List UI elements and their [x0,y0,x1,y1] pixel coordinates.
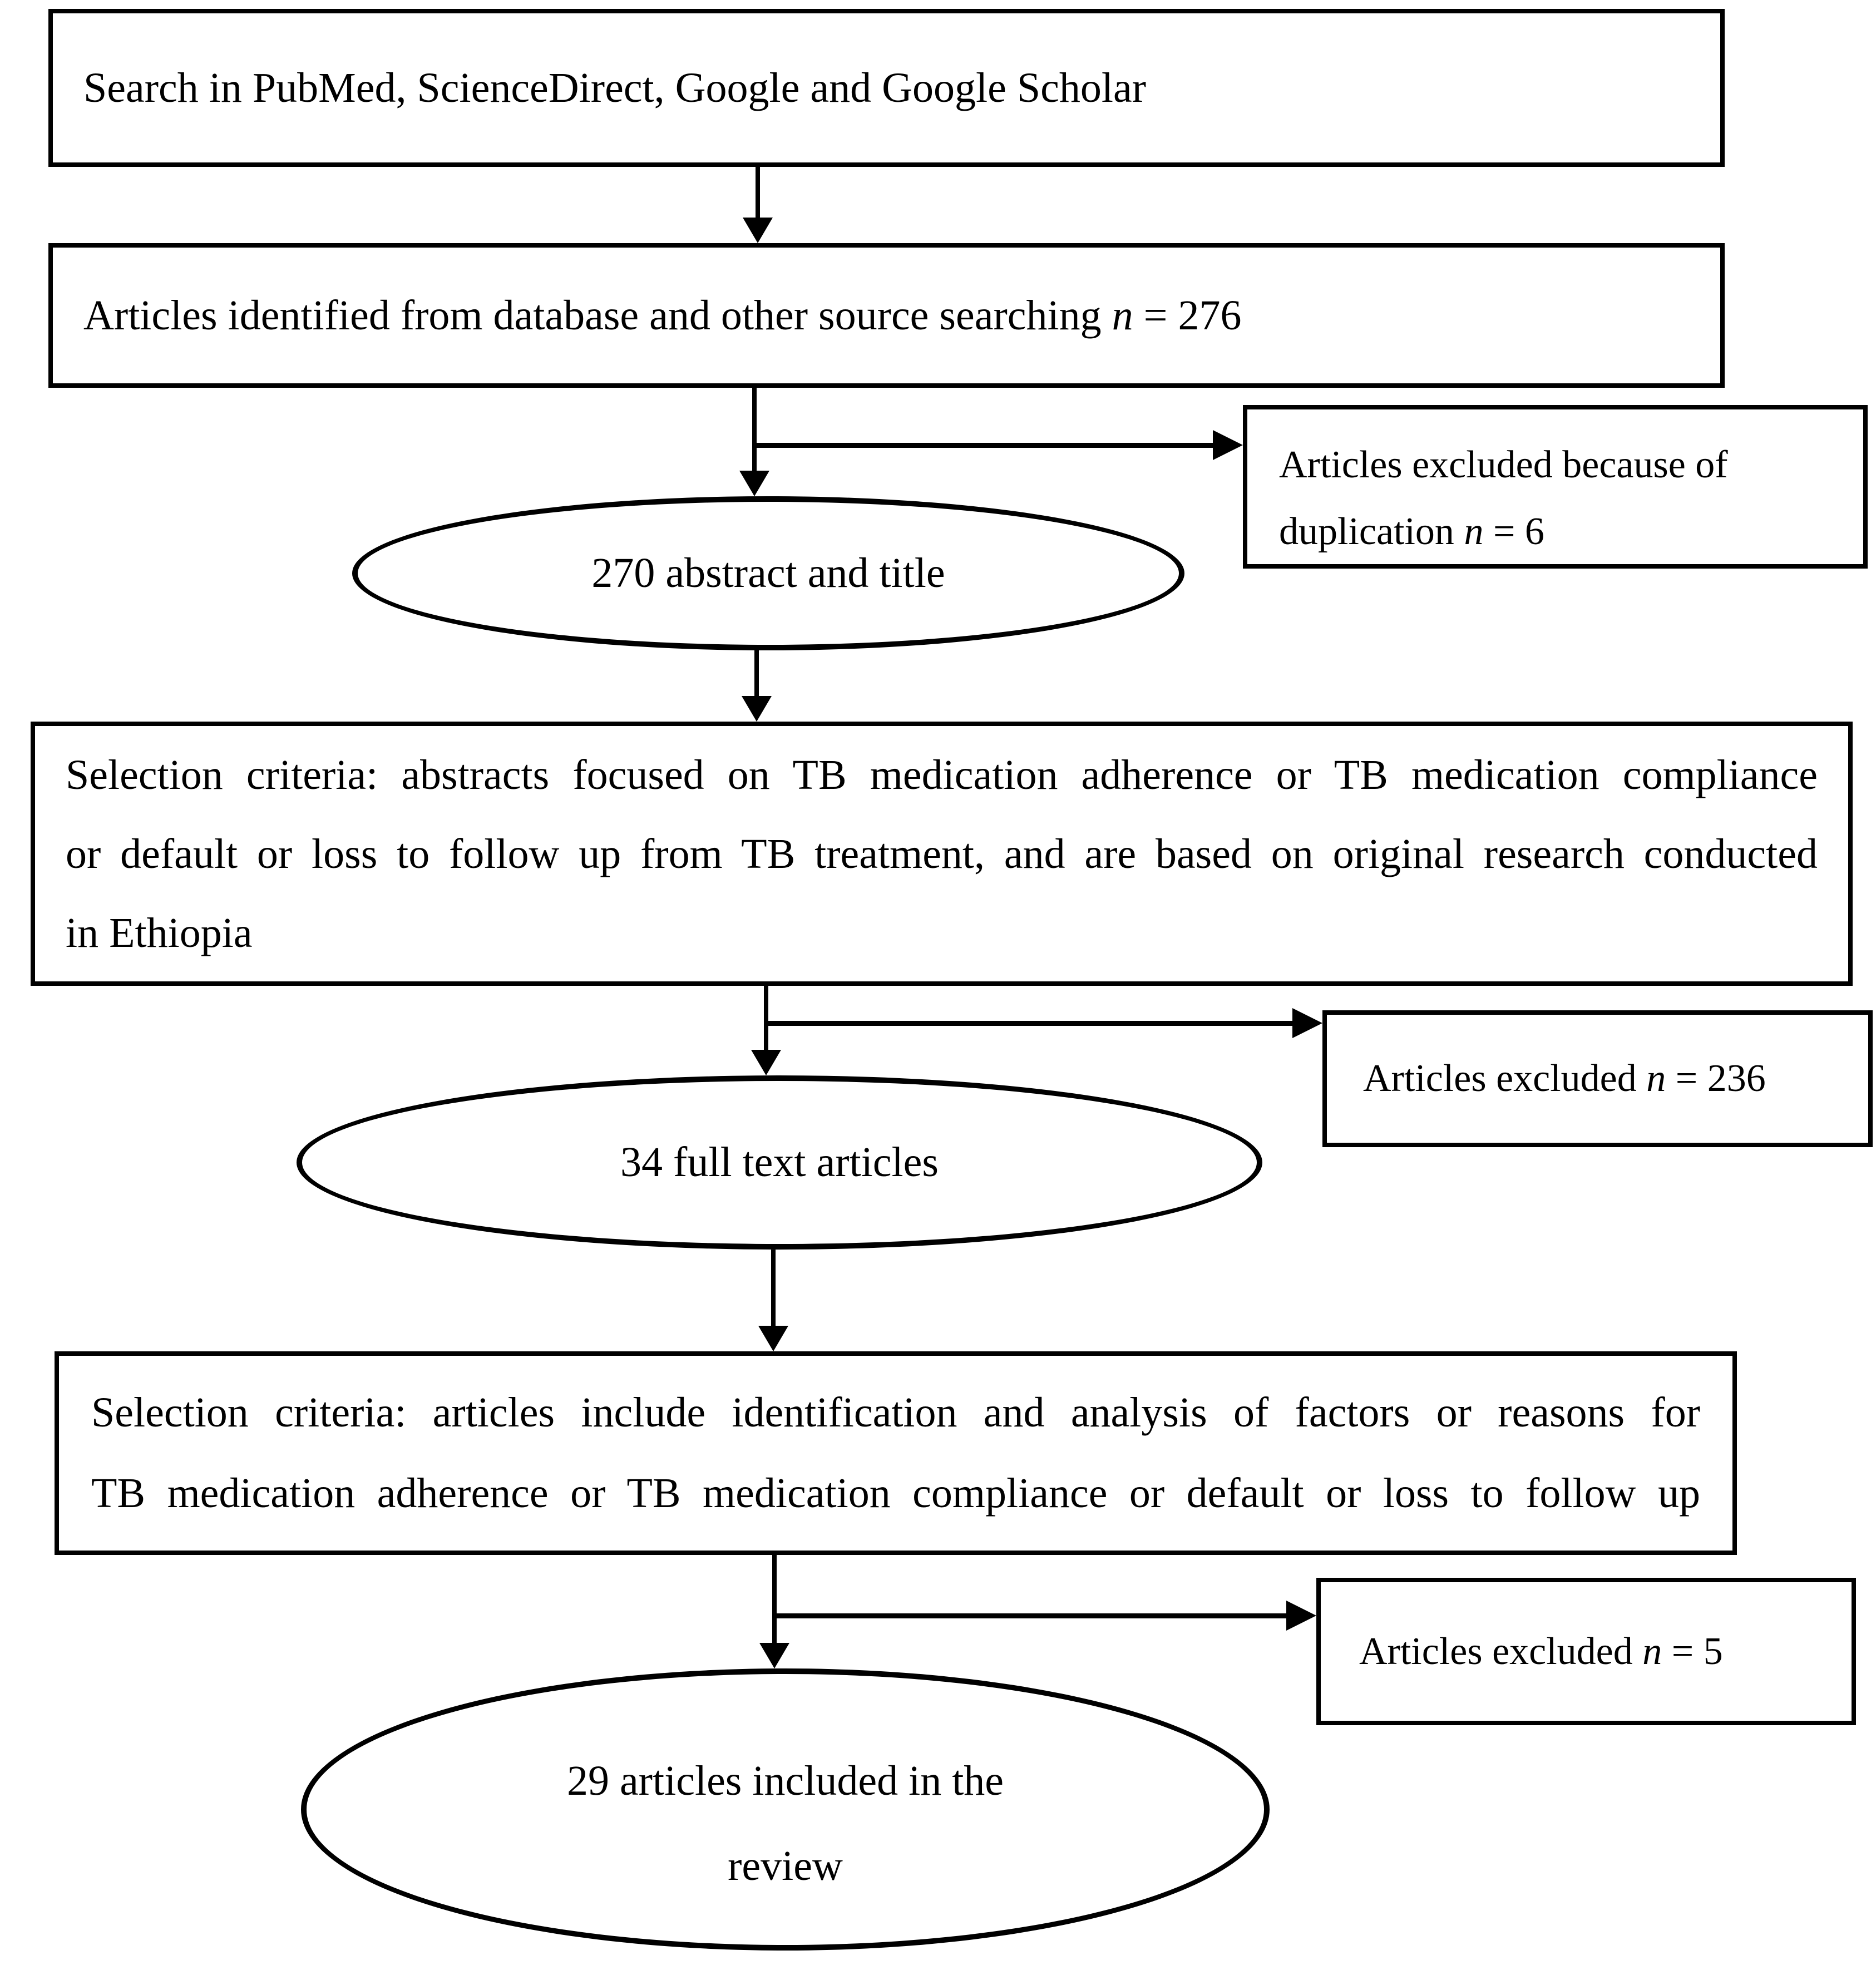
arrow-criteria-to-fulltext-line [764,986,768,1051]
search-sources-box: Search in PubMed, ScienceDirect, Google … [48,9,1725,167]
excluded-5-label: Articles excluded n = 5 [1359,1618,1840,1685]
duplication-n-var: n [1464,510,1484,553]
arrow-down-head [759,1643,789,1668]
arrow-down-head [758,1326,788,1351]
full-text-articles-label: 34 full text articles [620,1139,939,1186]
arrow-search-to-identified-line [756,167,760,220]
identified-text: Articles identified from database and ot… [83,292,1112,339]
articles-excluded-5-box: Articles excluded n = 5 [1316,1578,1856,1725]
articles-excluded-236-box: Articles excluded n = 236 [1322,1010,1873,1147]
excluded-duplication-line2: duplication n = 6 [1279,498,1841,565]
selection-criteria-abstracts-box: Selection criteria: abstracts focused on… [31,722,1853,986]
criteria-articles-line1: Selection criteria: articles include ide… [91,1389,1700,1436]
arrow-identified-to-abstract-line [752,388,757,471]
arrow-down-head [751,1050,781,1075]
identified-count: = 276 [1133,292,1242,339]
excluded-5-text: Articles excluded [1359,1630,1643,1673]
included-articles-line2: review [728,1842,843,1889]
excluded-duplication-box: Articles excluded because of duplication… [1243,405,1868,569]
arrow-down-head [743,218,773,243]
search-sources-label: Search in PubMed, ScienceDirect, Google … [83,64,1147,111]
arrow-right-head [1292,1008,1322,1038]
duplication-text: duplication [1279,510,1464,553]
arrow-fulltext-to-criteria-line [771,1250,776,1327]
branch-to-excluded236-line [764,1021,1292,1026]
arrow-down-head [739,471,769,496]
criteria-abstracts-line3: in Ethiopia [66,909,253,956]
branch-to-excluded5-line [772,1613,1286,1618]
articles-identified-box: Articles identified from database and ot… [48,243,1725,388]
branch-to-duplication-line [752,443,1213,448]
criteria-abstracts-line2: or default or loss to follow up from TB … [66,830,1818,877]
excluded-duplication-line1: Articles excluded because of [1279,443,1728,486]
selection-criteria-articles-box: Selection criteria: articles include ide… [55,1351,1737,1555]
excluded-236-label: Articles excluded n = 236 [1363,1045,1857,1112]
abstract-title-ellipse: 270 abstract and title [352,496,1184,650]
included-articles-line1: 29 articles included in the [566,1757,1004,1804]
arrow-criteria-to-included-line [772,1555,777,1644]
arrow-right-head [1286,1601,1316,1631]
excluded-236-count: = 236 [1666,1057,1766,1100]
arrow-abstract-to-criteria-line [754,650,759,697]
articles-identified-label: Articles identified from database and ot… [83,287,1690,344]
excluded-5-n-var: n [1642,1630,1662,1673]
abstract-title-label: 270 abstract and title [591,550,945,597]
duplication-count: = 6 [1483,510,1544,553]
full-text-articles-ellipse: 34 full text articles [297,1075,1262,1250]
arrow-down-head [742,696,772,722]
identified-n-var: n [1112,292,1133,339]
excluded-5-count: = 5 [1662,1630,1723,1673]
arrow-right-head [1213,430,1243,460]
excluded-236-n-var: n [1646,1057,1666,1100]
criteria-abstracts-line1: Selection criteria: abstracts focused on… [66,751,1818,798]
included-articles-ellipse: 29 articles included in the review [301,1668,1270,1951]
excluded-236-text: Articles excluded [1363,1057,1647,1100]
criteria-articles-line2: TB medication adherence or TB medication… [91,1470,1700,1517]
